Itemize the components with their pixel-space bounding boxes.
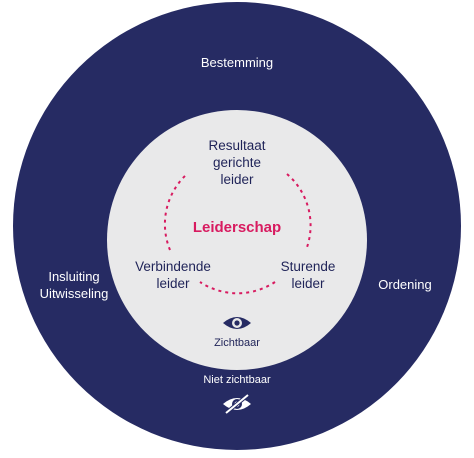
label-zichtbaar: Zichtbaar xyxy=(214,337,260,349)
label-gerichte: gerichte xyxy=(213,155,261,170)
label-verbindende: Verbindende xyxy=(135,259,211,274)
label-insluiting: Insluiting xyxy=(48,269,99,284)
label-leider-right: leider xyxy=(291,276,325,291)
label-resultaat: Resultaat xyxy=(208,138,265,153)
label-leiderschap: Leiderschap xyxy=(193,219,281,236)
label-uitwisseling: Uitwisseling xyxy=(40,286,109,301)
dashed-cycle xyxy=(163,173,312,295)
label-niet-zichtbaar: Niet zichtbaar xyxy=(203,374,271,386)
label-sturende: Sturende xyxy=(281,259,336,274)
eye-slash-icon xyxy=(223,393,251,415)
eye-icon xyxy=(223,317,251,329)
dashed-arc-left xyxy=(163,173,188,251)
label-ordening: Ordening xyxy=(378,277,431,292)
label-leider-top: leider xyxy=(220,172,254,187)
inner-circle xyxy=(107,110,367,370)
label-leider-left: leider xyxy=(156,276,190,291)
dashed-arc-right xyxy=(286,173,312,251)
dashed-arc-bottom xyxy=(199,281,276,295)
label-bestemming: Bestemming xyxy=(201,55,273,70)
